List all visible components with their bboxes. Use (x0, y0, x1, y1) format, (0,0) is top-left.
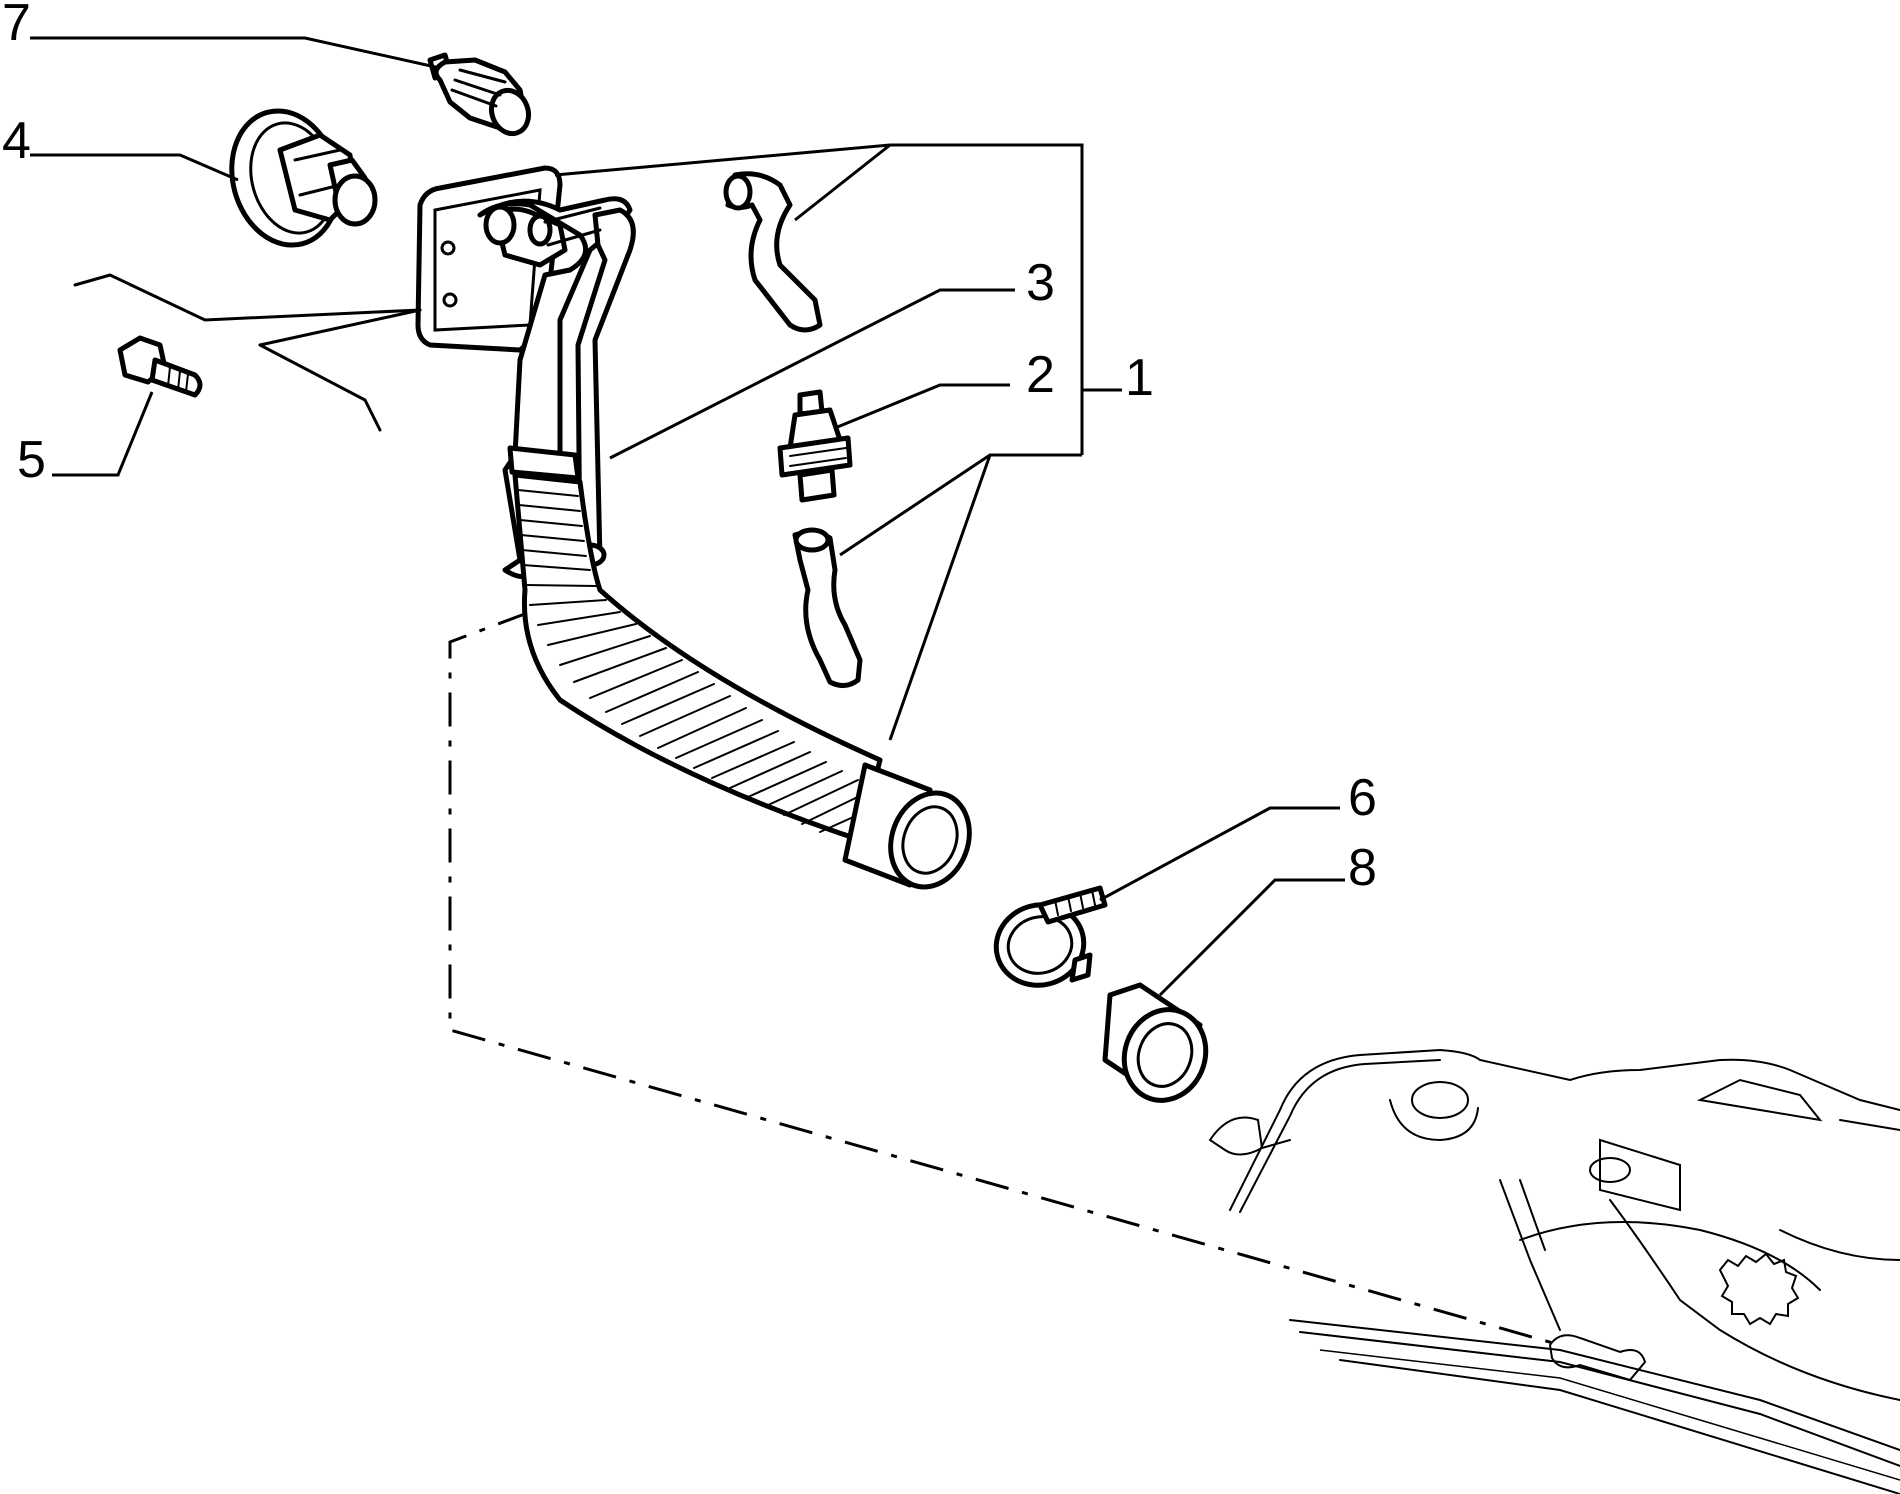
callout-6: 6 (1348, 769, 1377, 827)
part-5-bolt (117, 335, 203, 398)
assembly-dashed-line (448, 610, 1561, 1347)
body-reference-lines (73, 273, 422, 432)
callout-7: 7 (2, 0, 31, 52)
fuel-tank (1208, 1048, 1900, 1494)
part-8-sleeve (1102, 982, 1209, 1103)
part-6-hose-clamp (993, 885, 1108, 988)
callout-4: 4 (2, 112, 31, 170)
part-lower-breather-hose (792, 527, 863, 688)
callout-2: 2 (1026, 346, 1055, 404)
callout-1: 1 (1125, 349, 1154, 407)
part-2-valve (777, 389, 853, 503)
callout-5: 5 (17, 431, 46, 489)
part-7-filler-cap (427, 52, 532, 137)
part-3-breather-hose-upper (723, 171, 823, 333)
part-4-neck-cap (229, 108, 378, 248)
part-1-filler-pipe (415, 165, 972, 890)
leader-lines (30, 36, 1345, 997)
callout-3: 3 (1026, 254, 1055, 312)
callout-8: 8 (1348, 839, 1377, 897)
